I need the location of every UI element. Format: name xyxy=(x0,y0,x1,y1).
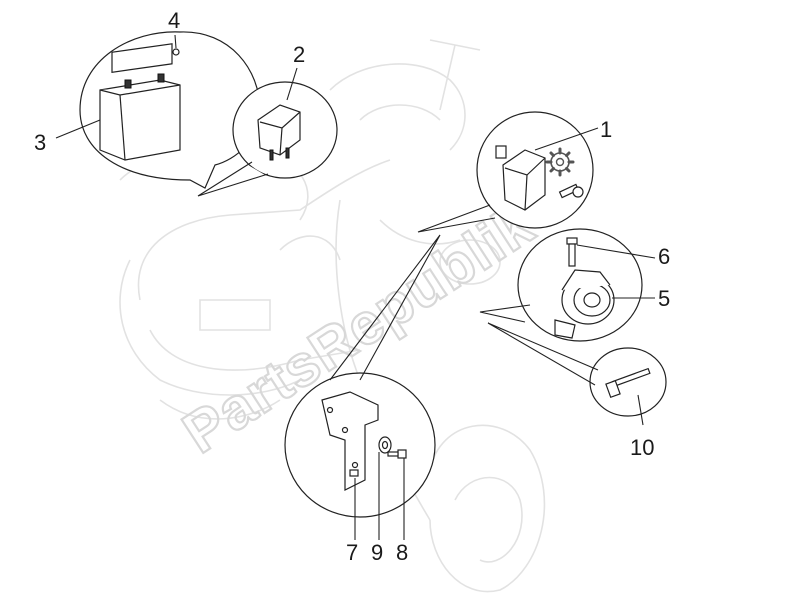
callout-1: 1 xyxy=(600,117,612,142)
callout-6: 6 xyxy=(658,244,670,269)
relay-part-2 xyxy=(257,104,301,161)
horn-part xyxy=(554,269,615,339)
callout-4: 4 xyxy=(168,8,180,33)
callout-10: 10 xyxy=(630,435,654,460)
callout-leaders xyxy=(55,34,656,540)
callout-3: 3 xyxy=(34,130,46,155)
bolt-part-6 xyxy=(566,237,578,267)
callout-numbers: 1 2 3 4 5 6 7 8 9 10 xyxy=(34,8,670,565)
washer-part-9 xyxy=(378,436,392,454)
battery-bubble xyxy=(79,31,261,189)
bolt-bubble-10 xyxy=(487,322,667,417)
callout-5: 5 xyxy=(658,286,670,311)
gear-icon xyxy=(545,147,575,177)
callout-7: 7 xyxy=(346,540,358,565)
callout-2: 2 xyxy=(293,42,305,67)
bolt-part-10 xyxy=(605,367,651,399)
relay-bubble-2 xyxy=(197,81,338,197)
relay-bubble-1 xyxy=(417,111,594,233)
bracket-bubble xyxy=(284,234,441,518)
relay-part-1 xyxy=(495,145,584,211)
horn-bubble xyxy=(479,228,643,342)
callout-9: 9 xyxy=(371,540,383,565)
callout-8: 8 xyxy=(396,540,408,565)
battery-part xyxy=(99,43,181,161)
bracket-part xyxy=(321,391,379,491)
bolt-part-8 xyxy=(387,449,407,459)
